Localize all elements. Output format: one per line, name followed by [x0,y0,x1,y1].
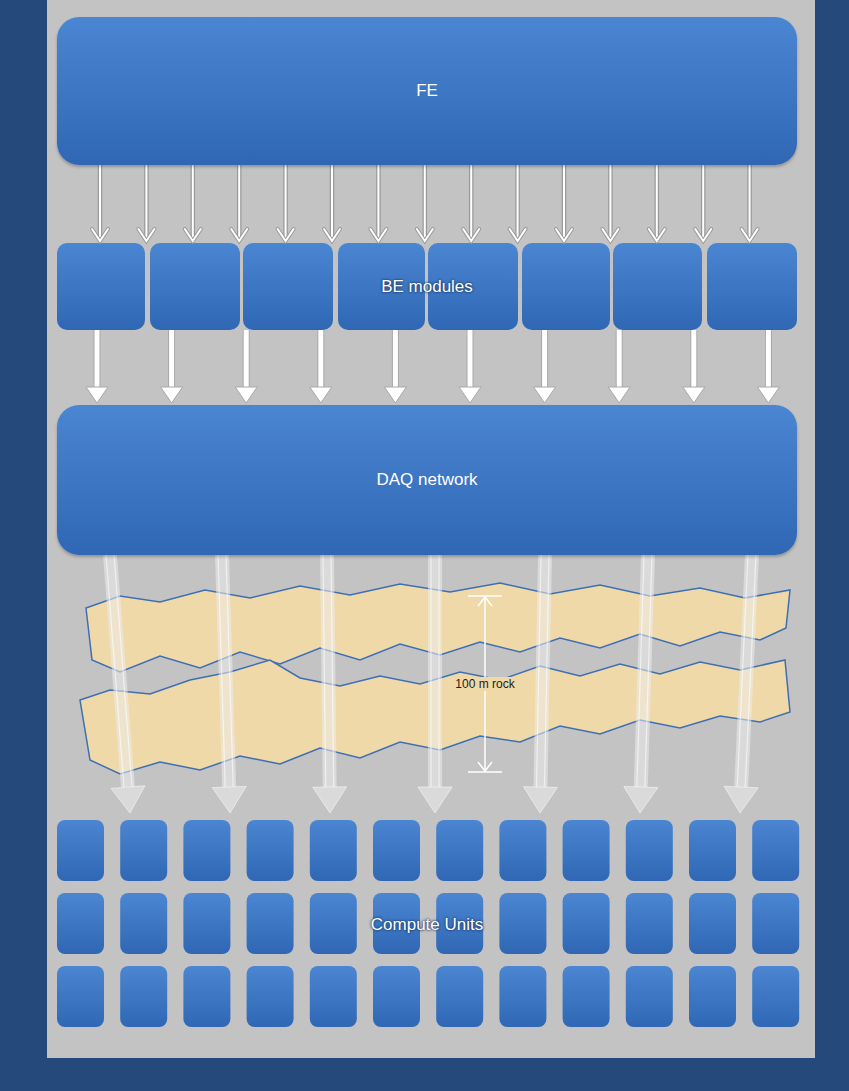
compute-unit-box [183,966,230,1027]
compute-unit-box [563,820,610,881]
compute-unit-box [499,893,546,954]
compute-unit-box [436,966,483,1027]
flow-arrow [534,330,556,403]
flow-arrow [683,330,705,403]
flow-arrow [602,165,618,241]
flow-arrow [417,165,433,241]
be-module-box [150,243,240,330]
compute-unit-box [436,820,483,881]
flow-arrow [370,165,386,241]
compute-unit-box [310,820,357,881]
flow-arrow [724,555,758,813]
compute-unit-box [373,820,420,881]
node-label: Compute Units [371,915,483,935]
compute-unit-box [689,966,736,1027]
compute-grid: Compute Units [57,815,797,1035]
compute-unit-box [120,966,167,1027]
flow-arrow [212,555,246,813]
flow-arrow [138,165,154,241]
compute-unit-box [247,893,294,954]
node-label: FE [416,81,438,101]
compute-unit-box [626,893,673,954]
flow-arrow [624,555,658,813]
dimension-label: 100 m rock [453,677,516,691]
compute-unit-box [689,820,736,881]
be-module-boxes [57,243,797,330]
compute-unit-box [563,893,610,954]
compute-unit-box [752,966,799,1027]
compute-unit-box [626,820,673,881]
be-module-box [707,243,797,330]
flow-arrow [742,165,758,241]
flow-arrow [459,330,481,403]
flow-arrow [235,330,257,403]
flow-arrow [418,555,452,813]
flow-arrow [384,330,406,403]
flow-arrow [161,330,183,403]
be-module-box [522,243,610,330]
flow-arrow [231,165,247,241]
grey-panel [47,0,815,1058]
flow-arrow [324,165,340,241]
flow-arrow [524,555,558,813]
compute-unit-box [183,820,230,881]
flow-arrow [463,165,479,241]
be-module-box [57,243,145,330]
compute-unit-box [120,820,167,881]
compute-unit-box [563,966,610,1027]
compute-unit-box [310,966,357,1027]
compute-unit-box [247,966,294,1027]
module-row: BE modules [57,243,797,330]
compute-unit-box [120,893,167,954]
flow-arrow [106,555,145,813]
compute-unit-box [499,820,546,881]
node-label: BE modules [381,277,473,297]
process-box: DAQ network [57,405,797,555]
node-label: DAQ network [376,470,477,490]
flow-arrow [310,330,332,403]
flow-arrow [757,330,779,403]
compute-unit-boxes [57,820,799,1027]
compute-unit-box [752,893,799,954]
flow-arrow [92,165,108,241]
be-module-box [613,243,702,330]
flow-arrow [313,555,347,813]
compute-unit-box [57,893,104,954]
flow-arrow [556,165,572,241]
compute-unit-box [373,966,420,1027]
process-box: FE [57,17,797,165]
flow-arrow [86,330,108,403]
compute-unit-box [626,966,673,1027]
compute-unit-box [57,820,104,881]
compute-unit-box [310,893,357,954]
flow-arrow [649,165,665,241]
compute-unit-box [752,820,799,881]
compute-unit-box [57,966,104,1027]
flow-arrow [278,165,294,241]
flow-arrow [608,330,630,403]
compute-unit-box [499,966,546,1027]
be-module-box [243,243,333,330]
compute-unit-box [247,820,294,881]
flow-arrow [695,165,711,241]
compute-unit-box [689,893,736,954]
compute-unit-box [183,893,230,954]
flow-arrow [510,165,526,241]
flow-arrow [185,165,201,241]
